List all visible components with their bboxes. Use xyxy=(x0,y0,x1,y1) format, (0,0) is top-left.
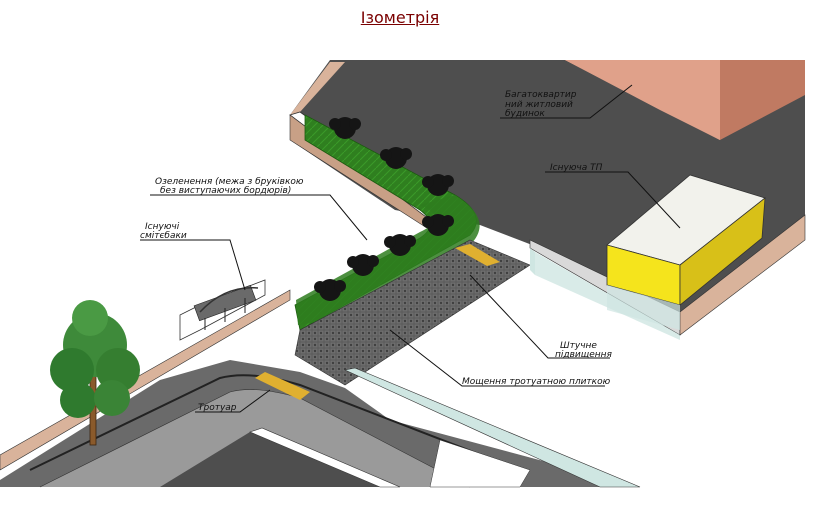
label-sidewalk: Тротуар xyxy=(198,403,237,413)
label-bump-1: Штучне xyxy=(560,341,597,351)
lawn-trees xyxy=(314,117,454,301)
bump-marking xyxy=(455,244,500,266)
label-building-2: ний житловий xyxy=(505,100,573,110)
waste-bins xyxy=(193,284,259,330)
label-bump-2: підвищення xyxy=(555,350,613,360)
large-tree xyxy=(50,300,140,446)
label-greening-2: без виступаючих бордюрів) xyxy=(160,186,291,196)
label-greening-1: Озеленення (межа з бруківкою xyxy=(155,177,304,187)
label-paving: Мощення тротуатною плиткою xyxy=(462,377,611,387)
lower-structures xyxy=(160,367,641,488)
label-bins-1: Існуючі xyxy=(145,222,180,232)
label-tp: Існуюча ТП xyxy=(550,163,603,173)
sidewalk-marking xyxy=(255,372,310,400)
page-title: Ізометрія xyxy=(360,8,440,27)
label-bins-2: смітєбаки xyxy=(140,231,187,241)
leader-lines xyxy=(140,84,681,413)
transformer-substation xyxy=(606,174,766,330)
label-building-3: будинок xyxy=(505,109,545,119)
apartment-building xyxy=(565,60,805,140)
label-building-1: Багатоквартир xyxy=(505,90,577,100)
